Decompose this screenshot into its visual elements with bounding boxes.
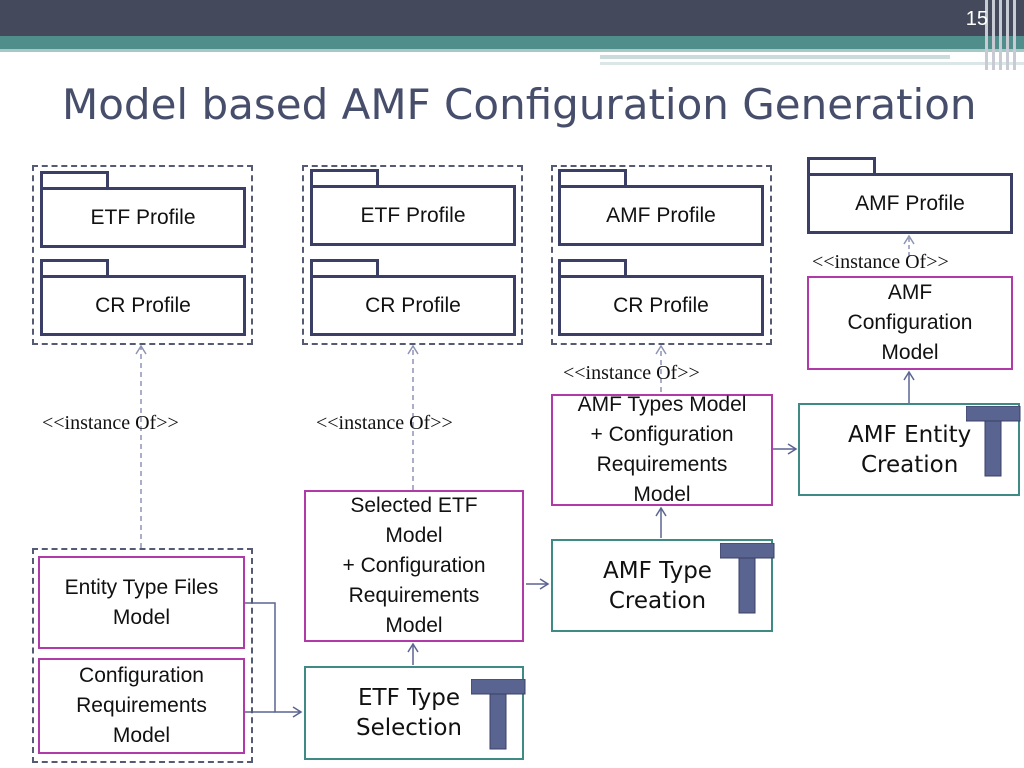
package-tab xyxy=(558,169,627,187)
cr-profile-label: CR Profile xyxy=(365,293,461,317)
amf-entity-creation-label: AMF Entity Creation xyxy=(848,421,972,478)
amf-type-creation: AMF Type Creation xyxy=(551,539,773,632)
instance-of-label: <<instance Of>> xyxy=(316,412,453,434)
package-tab xyxy=(310,259,379,277)
cr-profile-label: CR Profile xyxy=(613,293,709,317)
selected-etf-model: Selected ETF Model + Configuration Requi… xyxy=(304,490,524,642)
instance-of-label: <<instance Of>> xyxy=(812,251,949,273)
configuration-requirements-model: Configuration Requirements Model xyxy=(38,658,245,754)
etf-type-selection: ETF Type Selection xyxy=(304,666,524,760)
header-stripes xyxy=(0,0,1024,70)
etf-type-selection-label: ETF Type Selection xyxy=(356,685,462,741)
etf-profile-label: ETF Profile xyxy=(360,203,466,227)
package-tab xyxy=(40,259,109,277)
package-tab xyxy=(807,157,876,175)
entity-type-files-model: Entity Type Files Model xyxy=(38,556,245,649)
package-tab xyxy=(40,171,109,189)
cr-profile-package: CR Profile xyxy=(40,275,246,336)
instance-of-label: <<instance Of>> xyxy=(42,412,179,434)
amf-configuration-model: AMF Configuration Model xyxy=(807,276,1013,370)
slide-title: Model based AMF Configuration Generation xyxy=(62,80,977,129)
flow-entity-to-selection xyxy=(245,602,303,718)
profile-group-col1 xyxy=(32,165,253,345)
profile-group-col2 xyxy=(302,165,523,345)
package-tab xyxy=(558,259,627,277)
t-transformation-icon xyxy=(471,679,526,750)
t-transformation-icon xyxy=(720,543,775,614)
amf-profile-package: AMF Profile xyxy=(807,173,1013,234)
etf-profile-label: ETF Profile xyxy=(90,205,196,229)
cr-profile-package: CR Profile xyxy=(558,275,764,336)
amf-profile-label: AMF Profile xyxy=(606,203,716,227)
amf-profile-package: AMF Profile xyxy=(558,185,764,246)
cr-profile-label: CR Profile xyxy=(95,293,191,317)
amf-types-model: AMF Types Model + Configuration Requirem… xyxy=(551,393,773,506)
slide-number: 15 xyxy=(965,8,988,30)
etf-profile-package: ETF Profile xyxy=(40,187,246,248)
amf-type-creation-label: AMF Type Creation xyxy=(603,557,712,614)
package-tab xyxy=(310,169,379,187)
cr-profile-package: CR Profile xyxy=(310,275,516,336)
header-bar xyxy=(0,0,1024,36)
amf-profile-label: AMF Profile xyxy=(855,191,965,215)
t-transformation-icon xyxy=(966,406,1021,477)
instance-of-label: <<instance Of>> xyxy=(563,362,700,384)
input-models-group xyxy=(32,548,253,763)
etf-profile-package: ETF Profile xyxy=(310,185,516,246)
profile-group-col3 xyxy=(551,165,772,345)
